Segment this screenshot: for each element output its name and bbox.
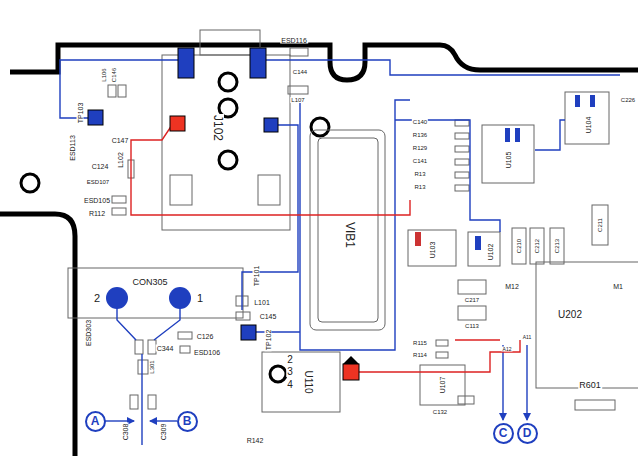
- part-label: 4: [286, 380, 294, 390]
- part-label: C212: [534, 238, 540, 254]
- part-label: C132: [432, 409, 448, 415]
- part-label: L106: [101, 67, 107, 82]
- part-label: C309: [160, 423, 167, 442]
- part-label: C124: [91, 163, 110, 170]
- part-label: R115: [412, 340, 428, 346]
- part-label: C144: [292, 69, 308, 75]
- net-letter: C: [499, 427, 508, 439]
- part-label: R114: [412, 352, 428, 358]
- part-label: U202: [557, 310, 583, 320]
- part-label: C141: [412, 158, 428, 164]
- part-label: TP101: [253, 265, 260, 288]
- part-label: VIB1: [344, 221, 356, 249]
- part-label: C217: [464, 297, 480, 303]
- part-label: R142: [246, 437, 265, 444]
- part-label: L107: [290, 97, 305, 103]
- part-label: C213: [554, 238, 560, 254]
- part-label: C308: [122, 423, 129, 442]
- part-label: C211: [597, 217, 603, 233]
- part-label: 2: [286, 355, 294, 365]
- net-letter: D: [523, 427, 532, 439]
- part-label: ESD107: [86, 179, 110, 185]
- part-label: R13: [413, 171, 426, 177]
- net-marker-circle: D: [517, 423, 538, 444]
- part-label: J102: [212, 114, 224, 142]
- part-label: L102: [117, 151, 124, 169]
- net-letter: A: [91, 415, 100, 427]
- part-label: R136: [412, 132, 428, 138]
- part-label: R13: [413, 184, 426, 190]
- part-label: A11: [522, 335, 533, 340]
- part-label: U102: [487, 243, 494, 262]
- part-label: U110: [303, 369, 313, 394]
- part-label: ESD116: [280, 37, 308, 44]
- part-label: U107: [439, 376, 446, 395]
- net-letter: B: [183, 415, 192, 427]
- part-label: R601: [578, 381, 602, 390]
- net-marker-circle: C: [493, 423, 514, 444]
- part-label: 3: [286, 367, 294, 377]
- part-label: C145: [259, 313, 278, 320]
- part-label: C126: [196, 333, 215, 340]
- part-label: U105: [505, 151, 512, 170]
- part-label: C113: [464, 323, 480, 329]
- part-label: TP102: [265, 329, 272, 352]
- part-label: TP103: [77, 102, 84, 125]
- part-label: L101: [253, 299, 271, 306]
- part-label: ESD303: [85, 319, 92, 347]
- part-label: ESD105: [83, 197, 111, 204]
- part-label: CON305: [131, 278, 168, 287]
- part-label: U104: [585, 116, 592, 135]
- part-label: 2: [93, 293, 101, 304]
- part-label: 1: [196, 293, 204, 304]
- net-marker-circle: B: [177, 411, 198, 432]
- part-label: ESD113: [69, 134, 76, 162]
- part-label: C344: [156, 345, 175, 352]
- part-label: C140: [412, 119, 428, 125]
- net-marker-circle: A: [85, 411, 106, 432]
- part-label: C147: [111, 137, 130, 144]
- part-label: U103: [429, 241, 436, 260]
- part-label: C146: [111, 67, 117, 83]
- part-label: C210: [516, 238, 522, 254]
- part-label: C226: [620, 97, 636, 103]
- part-label: A12: [502, 347, 513, 352]
- part-label: M1: [612, 283, 624, 290]
- part-label: R112: [88, 210, 106, 217]
- part-label: M12: [504, 283, 520, 290]
- part-label: L301: [149, 359, 155, 374]
- part-label: R129: [412, 145, 428, 151]
- part-label: ESD106: [193, 349, 221, 356]
